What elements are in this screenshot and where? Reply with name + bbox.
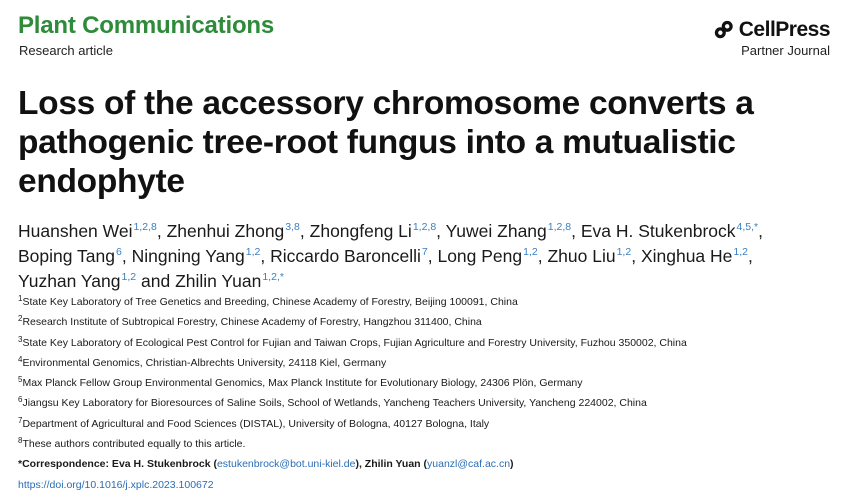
- affiliation-list: 1State Key Laboratory of Tree Genetics a…: [18, 292, 848, 495]
- author-affiliation-marker: 1,2,8: [133, 221, 157, 233]
- publisher-block: CellPress Partner Journal: [713, 18, 831, 58]
- correspondence: *Correspondence: Eva H. Stukenbrock (est…: [18, 454, 848, 474]
- author-affiliation-marker: 1,2: [523, 246, 538, 258]
- journal-name: Plant Communications: [18, 12, 275, 39]
- author-name: Eva H. Stukenbrock: [580, 221, 736, 241]
- author-affiliation-marker: 3,8: [285, 221, 300, 233]
- author-name: Boping Tang: [18, 246, 115, 266]
- author-affiliation-marker: 7: [421, 246, 428, 258]
- cellpress-logo-icon: [714, 20, 733, 39]
- author-affiliation-marker: 1,2,8: [412, 221, 437, 233]
- author-affiliation-marker: 1,2: [245, 246, 261, 258]
- article-type: Research article: [19, 43, 113, 58]
- author: Yuzhan Yang1,2: [18, 271, 136, 291]
- email-link-stukenbrock[interactable]: estukenbrock@bot.uni-kiel.de: [216, 458, 356, 471]
- email-link-yuan[interactable]: yuanzl@caf.ac.cn: [427, 458, 511, 471]
- author-name: Riccardo Baroncelli: [270, 246, 421, 266]
- affiliation: 3State Key Laboratory of Ecological Pest…: [18, 333, 848, 353]
- author-affiliation-marker: 1,2: [616, 246, 632, 258]
- author: Eva H. Stukenbrock4,5,*: [581, 221, 758, 241]
- affiliation-text: State Key Laboratory of Tree Genetics an…: [22, 296, 518, 308]
- correspondence-label: *Correspondence: Eva H. Stukenbrock (: [18, 458, 217, 471]
- author-name: Xinghua He: [640, 246, 733, 266]
- author-name: Yuzhan Yang: [18, 271, 121, 291]
- author-list: Huanshen Wei1,2,8, Zhenhui Zhong3,8, Zho…: [18, 221, 764, 291]
- affiliation-text: These authors contributed equally to thi…: [22, 438, 246, 451]
- author-affiliation-marker: 6: [116, 246, 122, 258]
- author-name: Ningning Yang: [131, 246, 245, 266]
- affiliation-text: State Key Laboratory of Ecological Pest …: [22, 336, 687, 349]
- correspondence-separator: ), Zhilin Yuan (: [355, 458, 428, 471]
- affiliation-text: Jiangsu Key Laboratory for Bioresources …: [22, 397, 647, 410]
- affiliation: 5Max Planck Fellow Group Environmental G…: [18, 373, 848, 393]
- affiliation-number: 7: [18, 415, 23, 425]
- author-name: Zhilin Yuan: [175, 271, 262, 291]
- author: Boping Tang6: [18, 246, 122, 266]
- article-title: Loss of the accessory chromosome convert…: [18, 85, 754, 200]
- publisher-subtitle: Partner Journal: [741, 43, 830, 58]
- author-affiliation-marker: 1,2,*: [262, 271, 284, 283]
- affiliation: 7Department of Agricultural and Food Sci…: [18, 414, 848, 434]
- affiliation-number: 2: [18, 314, 23, 324]
- author: Xinghua He1,2: [641, 246, 748, 266]
- publisher-name: CellPress: [738, 18, 831, 41]
- affiliation: 1State Key Laboratory of Tree Genetics a…: [18, 292, 848, 312]
- doi-link[interactable]: https://doi.org/10.1016/j.xplc.2023.1006…: [18, 478, 214, 491]
- affiliation-number: 1: [18, 294, 23, 303]
- author-name: Long Peng: [437, 246, 523, 266]
- author: Ningning Yang1,2: [132, 246, 261, 266]
- affiliation-number: 5: [18, 375, 23, 385]
- author-affiliation-marker: 1,2: [733, 246, 749, 258]
- affiliation: 4Environmental Genomics, Christian-Albre…: [18, 353, 848, 373]
- author: Zhongfeng Li1,2,8: [310, 221, 437, 241]
- affiliation-number: 4: [18, 354, 23, 364]
- author-affiliation-marker: 1,2,8: [547, 221, 572, 233]
- affiliation-number: 8: [18, 436, 23, 446]
- author-name: Zhenhui Zhong: [166, 221, 285, 241]
- author-affiliation-marker: 4,5,*: [736, 221, 759, 233]
- author-name: Huanshen Wei: [18, 221, 133, 241]
- author-affiliation-marker: 1,2: [121, 271, 137, 283]
- author-name: Zhuo Liu: [547, 246, 616, 266]
- author: Zhilin Yuan1,2,*: [175, 271, 284, 291]
- author-name: Zhongfeng Li: [309, 221, 412, 241]
- author: Long Peng1,2: [437, 246, 537, 266]
- author: Riccardo Baroncelli7: [270, 246, 428, 266]
- author: Yuwei Zhang1,2,8: [446, 221, 572, 241]
- affiliation: 8These authors contributed equally to th…: [18, 434, 848, 454]
- affiliation-number: 6: [18, 395, 23, 405]
- affiliation-text: Research Institute of Subtropical Forest…: [22, 316, 482, 329]
- correspondence-end: ): [510, 458, 514, 471]
- affiliation-text: Department of Agricultural and Food Scie…: [22, 417, 490, 430]
- affiliation-text: Environmental Genomics, Christian-Albrec…: [22, 356, 387, 369]
- author: Zhenhui Zhong3,8: [167, 221, 300, 241]
- affiliation-number: 3: [18, 334, 23, 344]
- author-name: Yuwei Zhang: [445, 221, 547, 241]
- author: Zhuo Liu1,2: [547, 246, 631, 266]
- affiliation: 2Research Institute of Subtropical Fores…: [18, 312, 848, 332]
- author: Huanshen Wei1,2,8: [18, 221, 157, 241]
- affiliation-text: Max Planck Fellow Group Environmental Ge…: [22, 377, 583, 390]
- affiliation: 6Jiangsu Key Laboratory for Bioresources…: [18, 393, 848, 413]
